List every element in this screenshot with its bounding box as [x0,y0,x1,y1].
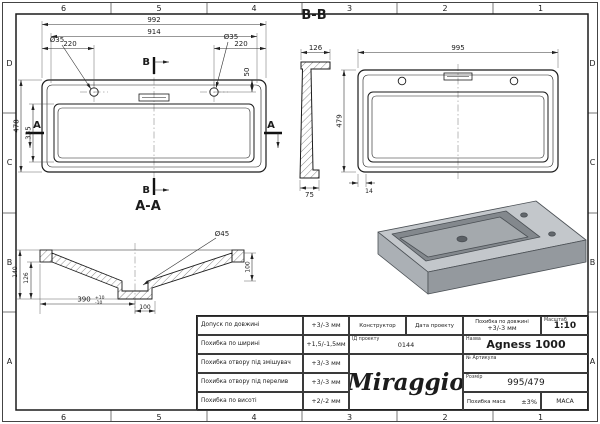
grid-row-label: C [7,158,13,167]
spec-label-height: Похибка по висоті [197,392,303,411]
grid-col-label: 5 [156,413,161,422]
plan-view: 995 479 14 [336,44,559,195]
mass-tolerance-cell: Похибка маса ±3% [463,392,541,411]
section-line-a: A A [26,120,282,148]
grid-row-label: A [7,357,13,366]
tolerance-length-label: Похибка по довжині [475,318,529,325]
section-a-label-left: A [33,120,41,131]
dim-914: 914 [147,28,161,36]
spec-value-mixer-hole: +3/-3 мм [303,354,349,373]
grid-col-label: 1 [538,413,543,422]
size-value: 995/479 [507,377,545,388]
dim-220-right: 220 [234,40,247,48]
spec-label-length: Допуск по довжині [197,316,303,335]
section-a-label-right: A [267,120,275,131]
grid-col-label: 2 [442,413,447,422]
dim-140: 140 [12,266,19,278]
top-view: B B A A 992 914 220 220 Ø35 Ø35 [13,16,282,196]
section-b-label-top: B [142,57,150,68]
product-name-value: Agness 1000 [486,338,566,351]
dim-479: 479 [336,114,344,127]
isometric-view [377,200,587,295]
iso-front-face [427,239,587,295]
dim-126: 126 [309,44,323,52]
spec-label-overflow-hole: Похибка отвору під перелив [197,373,303,392]
dim-100-bottom: 100 [139,304,151,311]
grid-row-label: B [7,258,13,267]
brand-logo: Miraggio [349,354,463,411]
product-name-label: Назва [466,337,481,342]
grid-col-label: 4 [251,4,256,13]
product-name-cell: Назва Agness 1000 [463,335,589,354]
top-view-dimensions: 992 914 220 220 Ø35 Ø35 50 478 335 [13,16,267,173]
section-view-bb: B-B 126 75 [299,8,331,199]
grid-col-label: 6 [61,413,66,422]
size-label: Розмір [466,375,483,380]
grid-row-label: C [590,158,596,167]
mass-cell: МАСА [541,392,589,411]
dim-dia35-right: Ø35 [224,33,238,41]
section-view-aa: A-A Ø45 140 126 390 +10 -10 100 [12,199,256,314]
scale-cell: Масштаб 1:10 [541,316,589,335]
spec-value-height: +2/-2 мм [303,392,349,411]
section-bb-title: B-B [301,8,326,23]
spec-label-width: Похибка по ширині [197,335,303,354]
scale-value: 1:10 [553,320,577,331]
iso-drain-hole [456,235,468,243]
project-id-label: ІД проекту [352,337,380,342]
grid-col-label: 2 [442,4,447,13]
section-aa-dimensions: Ø45 140 126 390 +10 -10 100 100 [12,230,256,314]
iso-faucet-hole [520,212,528,218]
spec-value-overflow-hole: +3/-3 мм [303,373,349,392]
dim-dia35-left: Ø35 [50,36,64,44]
dim-220-left: 220 [63,40,76,48]
grid-col-label: 3 [347,4,352,13]
dim-14: 14 [365,188,373,195]
dim-335: 335 [25,126,33,139]
grid-row-label: B [590,258,596,267]
dim-992: 992 [147,16,160,24]
dim-390-tol-minus: -10 [95,300,102,306]
tolerance-length-cell: Похибка по довжині +3/-3 мм [463,316,541,335]
grid-col-label: 3 [347,413,352,422]
dim-75: 75 [305,191,314,199]
grid-col-label: 4 [251,413,256,422]
spec-value-width: +1,5/-1,5мм [303,335,349,354]
section-aa-title: A-A [135,199,161,214]
section-line-b: B B [142,57,169,196]
grid-col-label: 1 [538,4,543,13]
title-block: Допуск по довжині +3/-3 мм Похибка по ши… [196,315,589,411]
article-cell: № Артикула [463,354,589,373]
mass-tolerance-label: Похибка маса [467,398,506,405]
plan-view-dimensions: 995 479 14 [336,44,559,195]
grid-col-label: 5 [156,4,161,13]
project-id-value: 0144 [397,340,415,349]
grid-row-label: D [589,59,595,68]
sheet-grid-labels: 6 5 4 3 2 1 6 5 4 3 2 1 D C B A D C B A [6,4,595,422]
article-label: № Артикула [466,356,497,361]
dim-478: 478 [13,119,21,132]
dim-390: 390 [77,296,90,304]
dim-dia45: Ø45 [215,230,229,238]
grid-row-label: D [6,59,12,68]
grid-row-label: A [590,357,596,366]
spec-value-length: +3/-3 мм [303,316,349,335]
tolerance-length-value: +3/-3 мм [487,324,517,332]
project-id-cell: ІД проекту 0144 [349,335,463,354]
size-cell: Розмір 995/479 [463,373,589,392]
mass-tolerance-value: ±3% [521,397,537,406]
constructor-label: Конструктор [349,316,406,335]
spec-label-mixer-hole: Похибка отвору під змішувач [197,354,303,373]
dim-100-right: 100 [245,261,252,273]
dim-126-aa: 126 [23,272,30,284]
scale-label: Масштаб [544,318,567,323]
section-b-label-bottom: B [142,185,150,196]
dim-995: 995 [451,44,464,52]
dim-50: 50 [243,68,251,77]
grid-col-label: 6 [61,4,66,13]
iso-faucet-hole [548,231,556,237]
dim-390-tol-plus: +10 [95,295,105,301]
date-label: Дата проекту [406,316,463,335]
